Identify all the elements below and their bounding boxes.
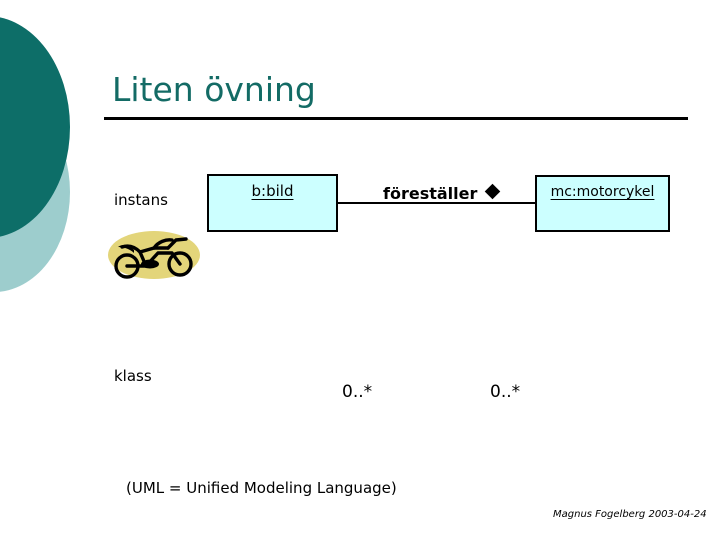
annotation-klass: klass xyxy=(114,367,152,385)
page-title: Liten övning xyxy=(112,70,316,109)
association-label: föreställer xyxy=(383,184,478,203)
title-divider xyxy=(104,117,688,120)
annotation-instans: instans xyxy=(114,191,168,209)
motorcycle-icon xyxy=(106,226,202,284)
aggregation-diamond-icon xyxy=(484,183,501,200)
uml-object-label-bild: b:bild xyxy=(251,182,294,200)
uml-object-box-bild[interactable]: b:bild xyxy=(207,174,338,232)
multiplicity-right: 0..* xyxy=(490,382,521,402)
footnote-uml-expansion: (UML = Unified Modeling Language) xyxy=(126,479,397,497)
uml-object-box-motorcykel[interactable]: mc:motorcykel xyxy=(535,175,670,232)
uml-object-label-motorcykel: mc:motorcykel xyxy=(550,184,655,200)
author-credit: Magnus Fogelberg 2003-04-24 xyxy=(553,509,707,520)
association-line xyxy=(338,202,535,204)
multiplicity-left: 0..* xyxy=(342,382,373,402)
